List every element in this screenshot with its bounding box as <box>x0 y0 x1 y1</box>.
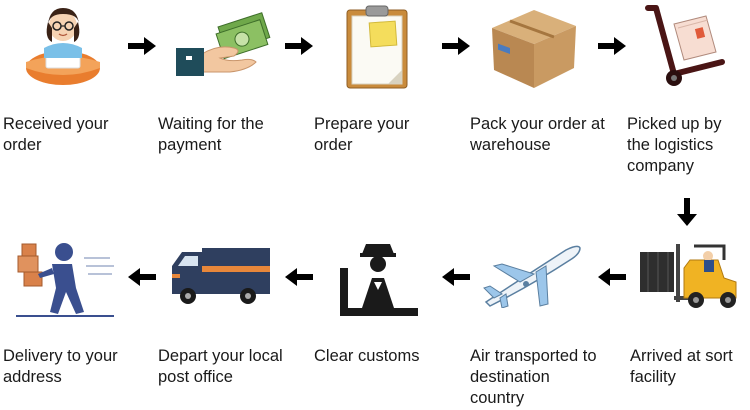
step-label: Delivery to your address <box>3 347 118 386</box>
customs-officer-icon <box>338 238 418 318</box>
arrow-right-icon <box>283 35 315 57</box>
arrow-right-icon <box>596 35 628 57</box>
money-hand-icon <box>172 10 272 78</box>
step-label: Depart your local post office <box>158 347 283 386</box>
arrow-right-icon <box>126 35 158 57</box>
arrow-down-icon <box>675 196 699 228</box>
courier-running-icon <box>14 238 116 318</box>
arrow-left-icon <box>126 266 158 288</box>
arrow-left-icon <box>596 266 628 288</box>
delivery-truck-icon <box>168 244 272 308</box>
step-label: Prepare your order <box>314 115 410 154</box>
arrow-right-icon <box>440 35 472 57</box>
arrow-left-icon <box>283 266 315 288</box>
arrow-left-icon <box>440 266 472 288</box>
step-label: Pack your order at warehouse <box>470 115 605 154</box>
step-label: Received your order <box>3 115 109 154</box>
step-label: Clear customs <box>314 347 420 365</box>
hand-truck-icon <box>644 4 728 90</box>
step-label: Air transported to destination country <box>470 347 597 407</box>
step-label: Waiting for the payment <box>158 115 264 154</box>
step-label: Arrived at sort facility <box>630 347 733 386</box>
airplane-icon <box>480 240 584 308</box>
step-label: Picked up by the logistics company <box>627 115 722 175</box>
clipboard-icon <box>344 4 410 90</box>
receptionist-icon <box>22 2 104 88</box>
forklift-icon <box>638 238 744 310</box>
cardboard-box-icon <box>488 6 580 90</box>
